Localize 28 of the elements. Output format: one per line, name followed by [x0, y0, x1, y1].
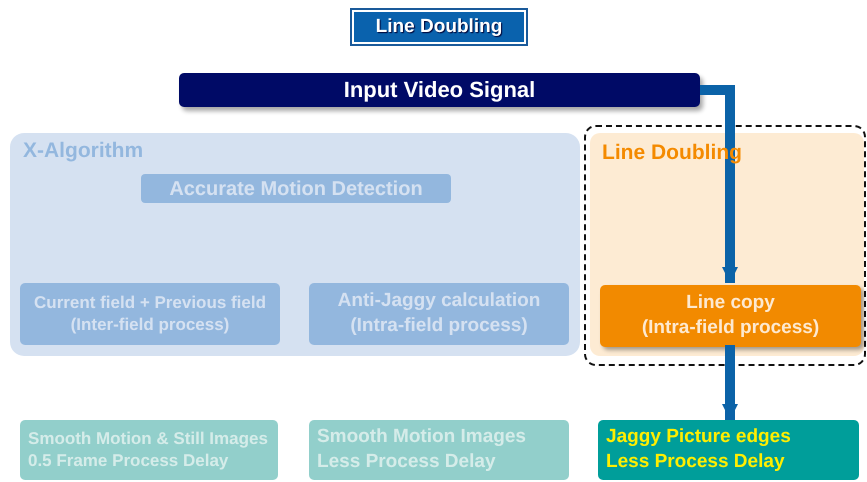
box-text: (Intra-field process)	[350, 314, 528, 338]
box-text: 0.5 Frame Process Delay	[28, 450, 228, 472]
group-panel	[10, 133, 580, 356]
box-text: Anti-Jaggy calculation	[338, 289, 540, 314]
group-panel	[584, 125, 866, 366]
arrow	[700, 85, 738, 283]
box-text: Less Process Delay	[317, 450, 496, 474]
box-text: Jaggy Picture edges	[606, 425, 791, 450]
group-heading: X-Algorithm	[23, 139, 144, 163]
box-text: Input Video Signal	[344, 76, 536, 104]
result-box	[309, 420, 569, 480]
box-text: Less Process Delay	[606, 450, 785, 474]
result-box	[20, 420, 278, 480]
arrow	[722, 345, 738, 420]
title-box: Line Doubling	[350, 8, 528, 46]
result-box	[598, 420, 859, 480]
box-text: (Intra-field process)	[642, 316, 820, 340]
input-box	[179, 73, 700, 107]
box-text: Smooth Motion Images	[317, 425, 526, 450]
box-text: Accurate Motion Detection	[169, 176, 423, 202]
box-text: Smooth Motion & Still Images	[28, 428, 268, 450]
process-box	[141, 174, 451, 203]
box-text: Line copy	[686, 291, 775, 316]
process-box	[20, 283, 280, 345]
box-text: (Inter-field process)	[70, 314, 230, 336]
box-text: Current field + Previous field	[34, 292, 266, 314]
process-box	[309, 283, 569, 345]
process-box	[600, 285, 861, 347]
